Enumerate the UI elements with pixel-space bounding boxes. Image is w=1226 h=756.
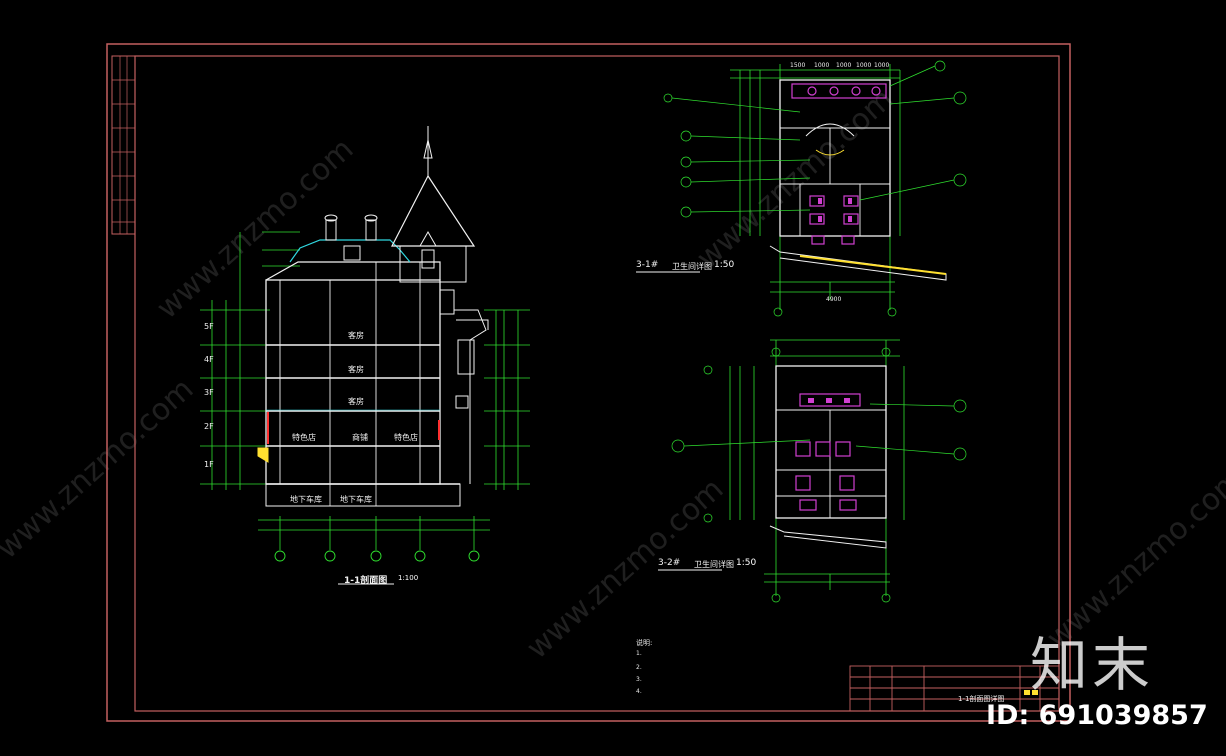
room-label: 地下车库 [340,495,372,504]
section-drawing [200,126,530,585]
bathroom2-plan [636,271,967,603]
room-label: 客房 [348,365,364,374]
bathroom2-scale: 1:50 [736,558,757,568]
dimension-label: 1000 [814,62,830,69]
room-label: 客房 [348,331,364,340]
dimension-label: 1500 [790,62,806,69]
dimension-label: 1000 [856,62,872,69]
floor-label: 3F [204,388,214,397]
floor-label: 5F [204,322,214,331]
note-item: 2. [636,664,642,671]
dimension-label: 1000 [874,62,890,69]
title-block-label: 1-1剖面图详图 [958,695,1005,703]
floor-label: 4F [204,355,214,364]
room-label: 特色店 [292,433,316,442]
room-label: 特色店 [394,433,418,442]
dimension-label: 4900 [826,296,842,303]
section-scale: 1:100 [398,574,419,582]
dimension-label: 1000 [836,62,852,69]
note-item: 3. [636,676,642,683]
outer-frame [106,43,1071,722]
image-id-label: ID: 691039857 [986,700,1208,731]
bathroom1-plan [663,60,967,317]
note-item: 4. [636,688,642,695]
note-item: 1. [636,650,642,657]
bathroom1-subtitle: 卫生间详图 [672,262,712,271]
side-strip [111,55,136,235]
floor-label: 1F [204,460,214,469]
inner-frame [134,55,1060,712]
bathroom2-title: 3-2# [658,558,681,568]
room-label: 客房 [348,397,364,406]
bathroom2-subtitle: 卫生间详图 [694,560,734,569]
notes-header: 说明: [636,639,653,647]
bathroom1-scale: 1:50 [714,260,735,270]
brand-logo: 知末 [1030,631,1155,699]
floor-label: 2F [204,422,214,431]
room-label: 商铺 [352,433,368,442]
room-label: 地下车库 [290,495,322,504]
section-title: 1-1剖面图 [344,576,388,586]
title-block [849,665,1060,712]
bathroom1-title: 3-1# [636,260,659,270]
